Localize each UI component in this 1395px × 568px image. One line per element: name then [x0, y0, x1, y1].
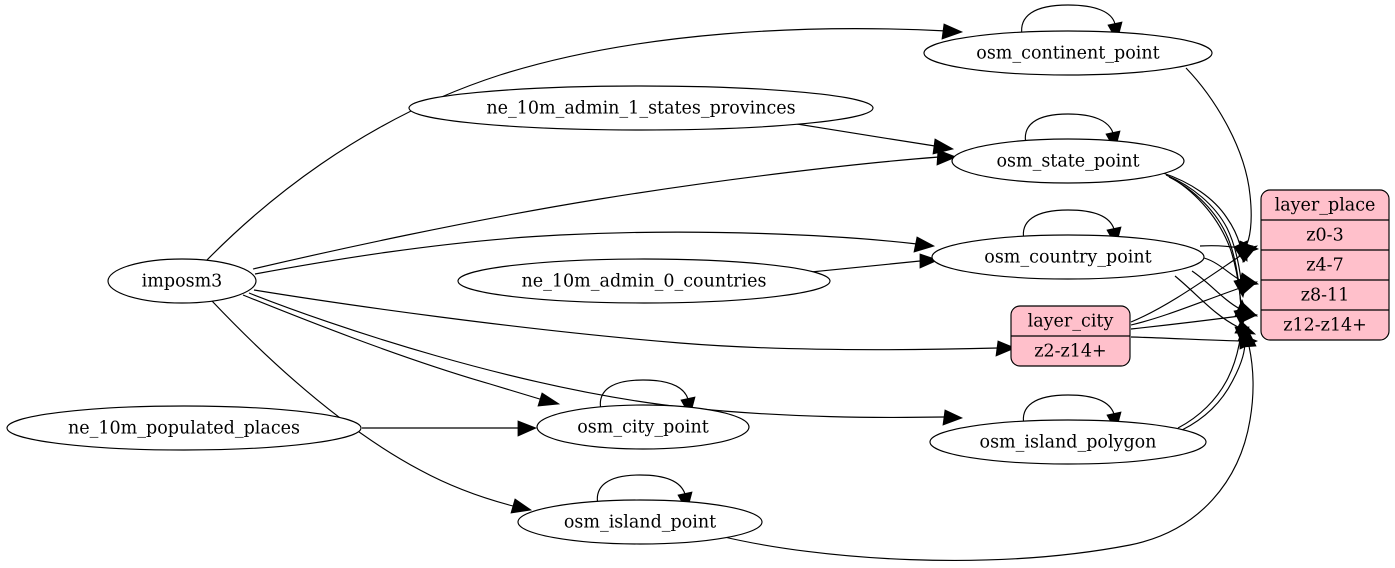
edge-imposm3-to-osm-country-point	[254, 231, 936, 275]
node-ne-10m-admin-1-states-provinces-label: ne_10m_admin_1_states_provinces	[486, 99, 795, 119]
edge-imposm3-to-osm-island-polygon	[248, 292, 964, 426]
record-layer-place-row-z8-11: z8-11	[1301, 286, 1350, 306]
node-ne-10m-populated-places[interactable]: ne_10m_populated_places	[6, 405, 362, 451]
node-osm-state-point-label: osm_state_point	[996, 152, 1139, 172]
edge-imposm3-to-osm-state-point	[252, 149, 958, 270]
edge-layer-city-to-layer-place-z4-7	[1130, 280, 1259, 326]
node-imposm3[interactable]: imposm3	[107, 258, 257, 304]
edge-imposm3-to-osm-city-point	[242, 294, 561, 407]
node-osm-country-point[interactable]: osm_country_point	[931, 234, 1205, 280]
node-imposm3-label: imposm3	[142, 272, 223, 292]
node-osm-continent-point-label: osm_continent_point	[976, 44, 1159, 64]
edge-osm-island-point-to-layer-place-z12-z14	[719, 328, 1257, 561]
node-osm-continent-point[interactable]: osm_continent_point	[923, 30, 1213, 76]
record-layer-city-title: layer_city	[1028, 312, 1114, 332]
node-ne-10m-populated-places-label: ne_10m_populated_places	[68, 419, 300, 439]
node-osm-island-polygon-label: osm_island_polygon	[980, 433, 1157, 453]
node-osm-state-point[interactable]: osm_state_point	[951, 138, 1185, 184]
node-osm-island-point[interactable]: osm_island_point	[517, 499, 763, 545]
edge-ne-populated-to-osm-city-point	[362, 420, 538, 437]
node-ne-10m-admin-1-states-provinces[interactable]: ne_10m_admin_1_states_provinces	[408, 85, 874, 131]
edge-imposm3-to-osm-continent-point	[205, 23, 964, 262]
nodes-layer: imposm3 ne_10m_populated_places ne_10m_a…	[6, 30, 1213, 545]
node-ne-10m-admin-0-countries[interactable]: ne_10m_admin_0_countries	[457, 258, 831, 304]
layers-layer: layer_city z2-z14+ layer_place z0-3 z4-7…	[1010, 189, 1390, 367]
record-layer-place-row-z4-7: z4-7	[1306, 256, 1343, 276]
node-osm-island-polygon[interactable]: osm_island_polygon	[929, 419, 1207, 465]
edge-ne-countries-to-osm-country-point	[810, 253, 940, 273]
record-layer-place-title: layer_place	[1275, 196, 1376, 216]
record-layer-place-row-z0-3: z0-3	[1306, 226, 1343, 246]
edge-osm-continent-point-to-layer-place-z0-3	[1185, 67, 1254, 264]
edge-osm-island-polygon-to-layer-place-z8-11	[1177, 299, 1250, 429]
edges-layer	[205, 4, 1260, 561]
record-layer-place-row-z12-z14: z12-z14+	[1283, 316, 1367, 336]
edge-layer-city-to-layer-place-z0-3	[1130, 245, 1259, 323]
edge-imposm3-to-layer-city	[253, 289, 1017, 357]
record-layer-city[interactable]: layer_city z2-z14+	[1010, 305, 1131, 367]
record-layer-place[interactable]: layer_place z0-3 z4-7 z8-11 z12-z14+	[1260, 189, 1390, 341]
node-osm-city-point[interactable]: osm_city_point	[536, 404, 750, 450]
record-layer-city-row-z2-z14: z2-z14+	[1034, 342, 1106, 362]
node-osm-city-point-label: osm_city_point	[577, 418, 709, 438]
node-ne-10m-admin-0-countries-label: ne_10m_admin_0_countries	[522, 272, 767, 292]
node-osm-island-point-label: osm_island_point	[564, 513, 716, 533]
edge-ne-states-to-osm-state-point	[796, 123, 955, 155]
node-osm-country-point-label: osm_country_point	[984, 248, 1151, 268]
edge-imposm3-to-osm-island-point	[211, 300, 533, 514]
